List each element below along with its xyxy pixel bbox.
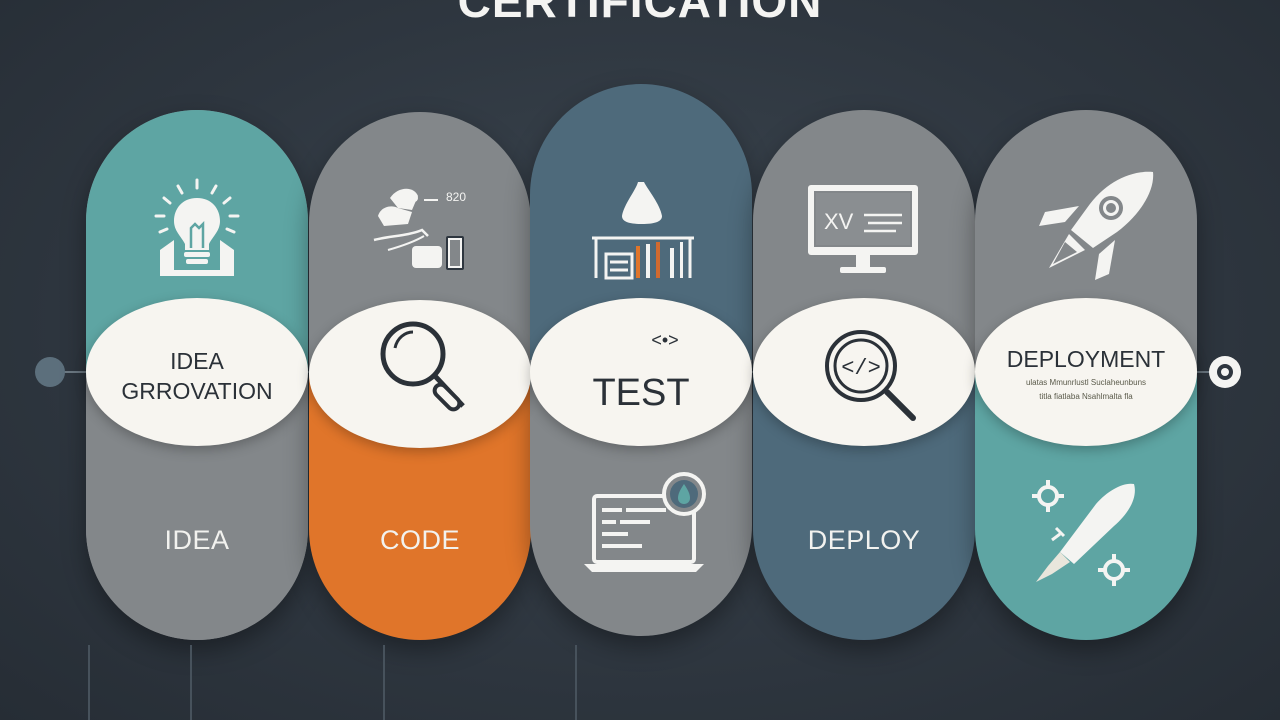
lens-fine-print: titla fiatlaba Nsahlmalta fla [1039, 392, 1133, 401]
lightbulb-icon [154, 178, 240, 276]
lens-subtitle: GRROVATION [121, 378, 273, 404]
lens-idea: IDEA GRROVATION [86, 298, 308, 446]
lens-deploy: </> [753, 298, 975, 446]
floor-line [575, 645, 577, 720]
lab-flask-icon [592, 182, 694, 280]
lens-title: IDEA [170, 348, 224, 374]
bottom-label-idea: IDEA [164, 525, 230, 555]
floor-line [383, 645, 385, 720]
code-magnifier-icon: </> [825, 330, 916, 421]
floor-line [190, 645, 192, 720]
timeline-start-dot [35, 357, 65, 387]
lens-title: TEST [592, 372, 690, 414]
laptop-code-icon [584, 472, 706, 572]
lens-fine-print: ulatas Mmunrlustl Suclaheunbuns [1025, 378, 1147, 387]
floor-line [88, 645, 90, 720]
bottom-label-code: CODE [379, 525, 460, 555]
timeline-end-dot [1209, 356, 1241, 388]
bottom-label-deploy: DEPLOY [807, 525, 921, 555]
page-title: CERTIFICATION [457, 0, 823, 27]
magnifier-icon [380, 321, 465, 412]
rocket-gears-icon [1032, 480, 1135, 586]
code-tag-text: </> [841, 356, 881, 381]
lens-deployment: DEPLOYMENT ulatas Mmunrlustl Suclaheunbu… [975, 298, 1197, 446]
monitor-code-icon: XV [808, 185, 918, 273]
lens-tag: <•> [651, 330, 679, 350]
lens-test: <•> TEST [530, 298, 752, 446]
rocket-icon [1039, 171, 1154, 280]
monitor-code-text: XV [824, 209, 854, 234]
research-workstation-icon: 820 [373, 188, 466, 270]
lens-code [309, 300, 531, 448]
workstation-number: 820 [446, 190, 466, 204]
lens-title: DEPLOYMENT [1006, 346, 1166, 372]
